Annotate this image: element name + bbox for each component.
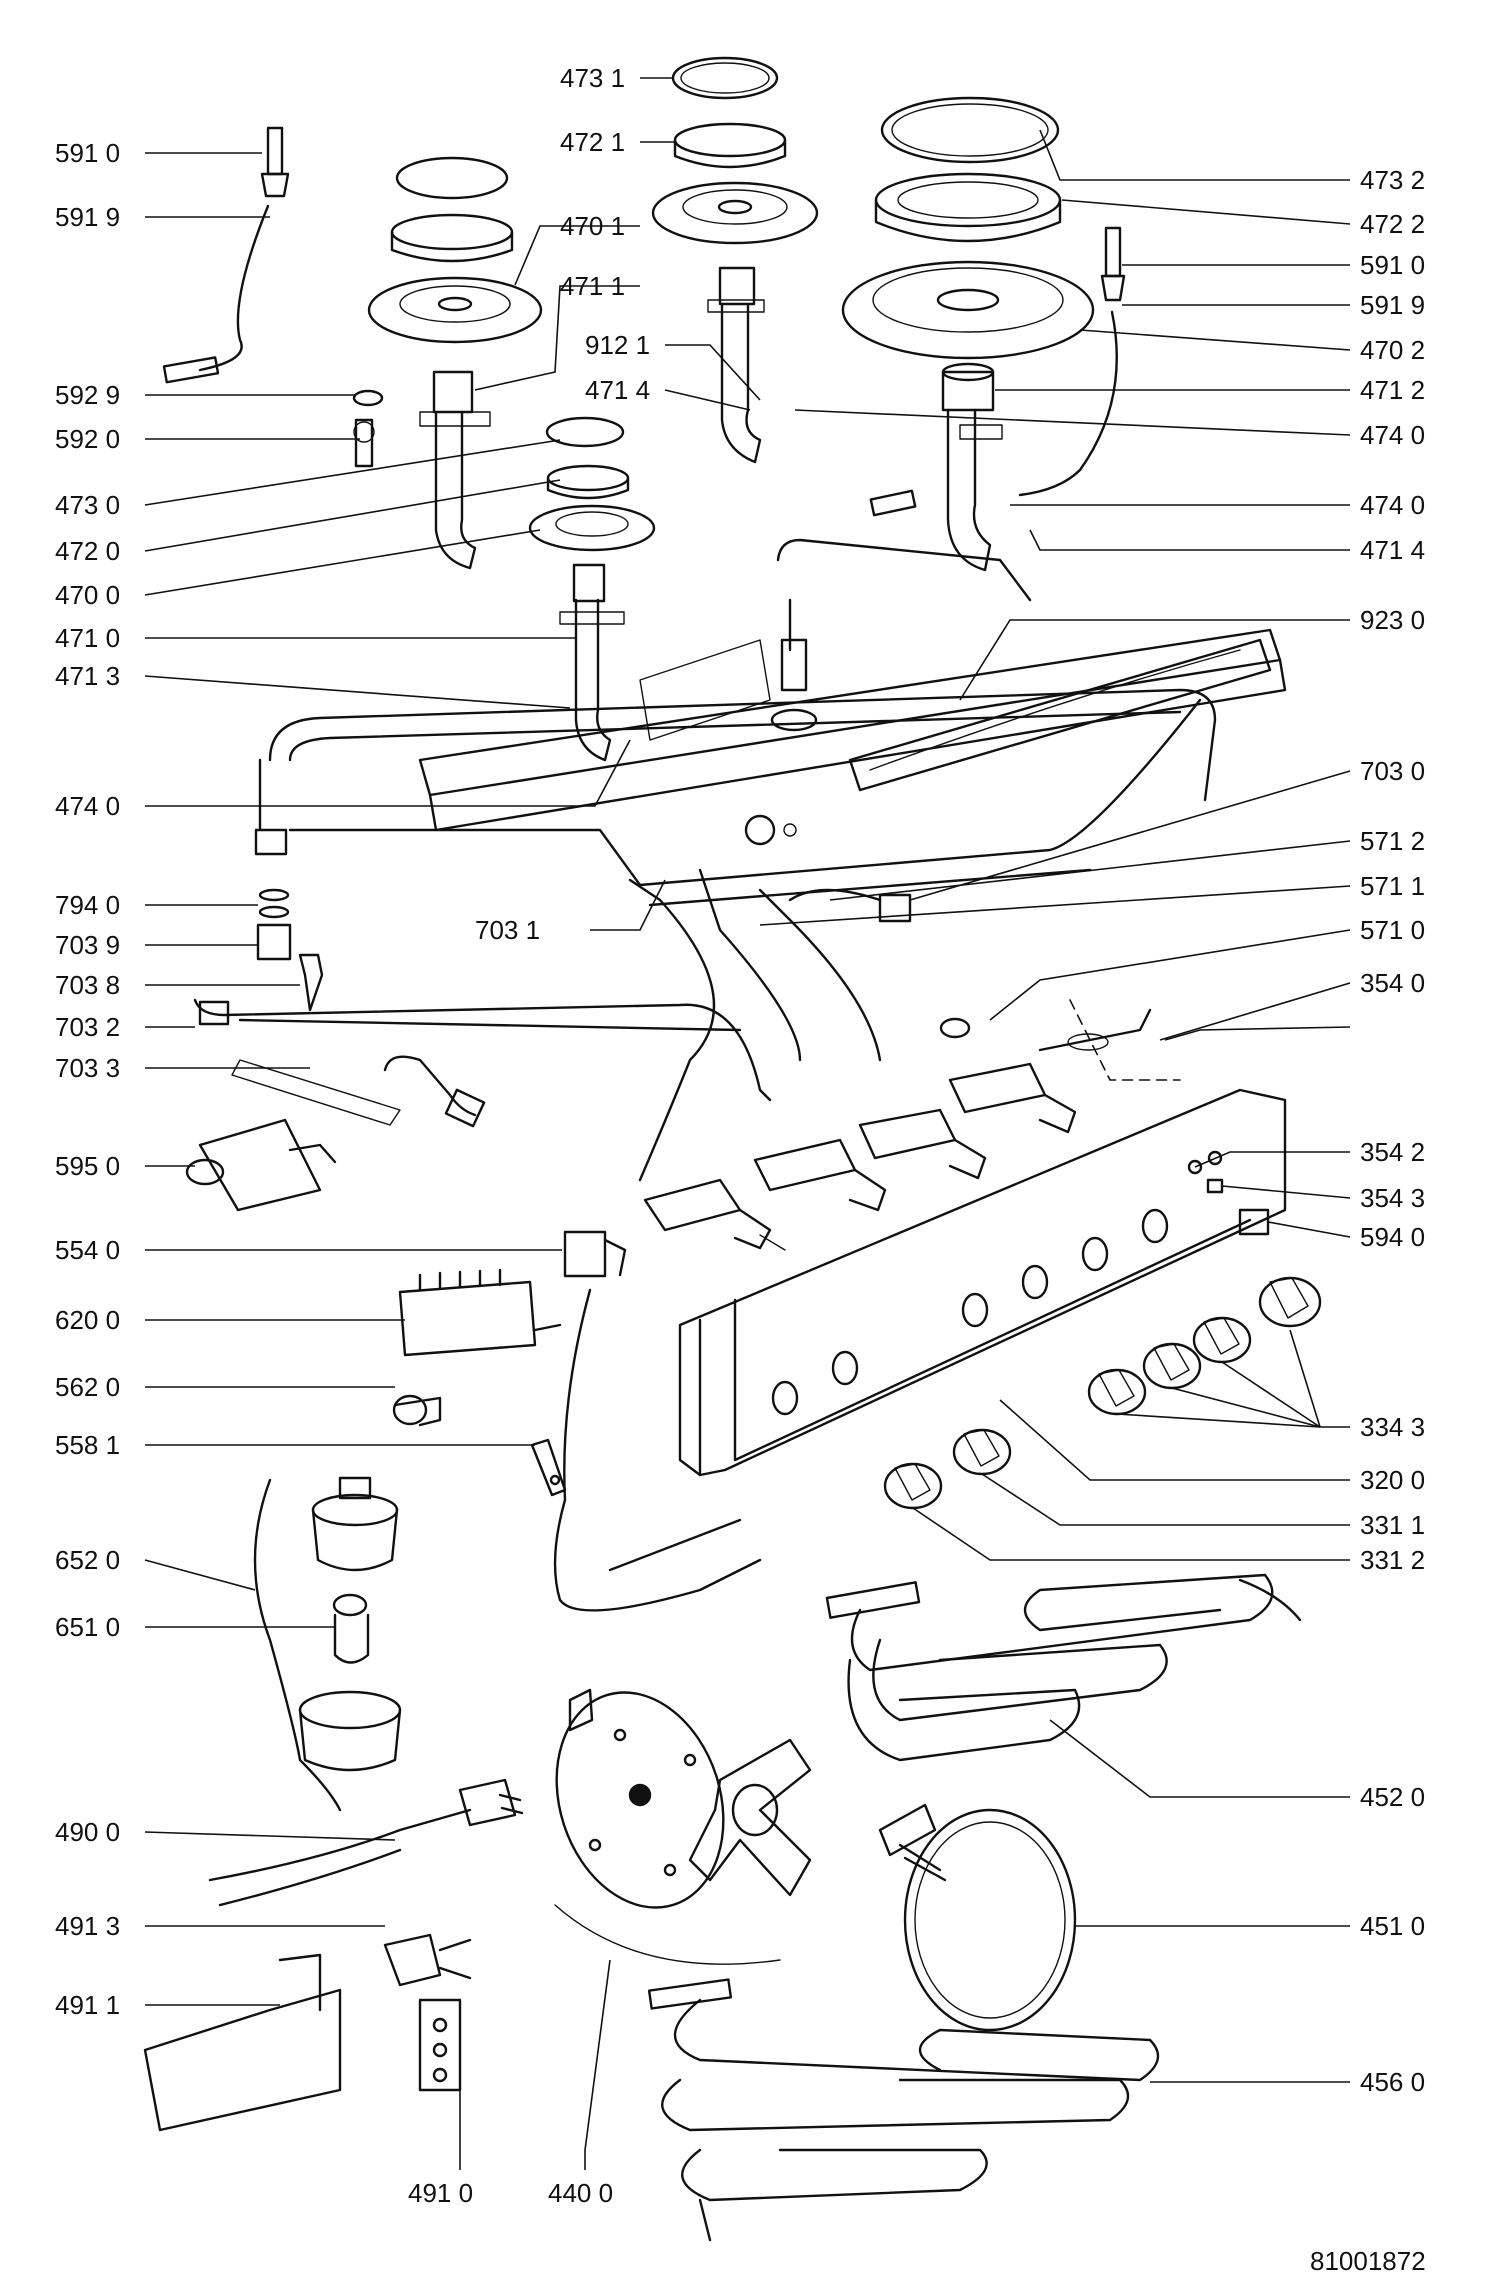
control-panel <box>678 1088 1287 1477</box>
part-label: 331 1 <box>1360 1510 1425 1540</box>
part-label: 703 2 <box>55 1012 120 1042</box>
part-label: 703 8 <box>55 970 120 1000</box>
part-label: 331 2 <box>1360 1545 1425 1575</box>
power-cable <box>143 1778 524 2132</box>
small-burner <box>528 416 656 762</box>
part-label: 491 1 <box>55 1990 120 2020</box>
grill-element <box>825 1573 1302 1762</box>
part-label: 651 0 <box>55 1612 120 1642</box>
part-label: 470 1 <box>560 211 625 241</box>
part-label: 452 0 <box>1360 1782 1425 1812</box>
part-label: 592 9 <box>55 380 120 410</box>
part-label: 923 0 <box>1360 605 1425 635</box>
part-label: 591 9 <box>1360 290 1425 320</box>
part-label: 591 9 <box>55 202 120 232</box>
part-label: 471 4 <box>1360 535 1425 565</box>
part-label: 354 2 <box>1360 1137 1425 1167</box>
part-label: 794 0 <box>55 890 120 920</box>
part-label: 703 9 <box>55 930 120 960</box>
middle-burner <box>651 56 819 464</box>
oven-lamp <box>253 1476 402 1812</box>
bottom-labels: 491 0 440 0 <box>408 2178 613 2208</box>
part-label: 474 0 <box>55 791 120 821</box>
part-label: 471 3 <box>55 661 120 691</box>
circular-element <box>878 1803 1077 2032</box>
upper-left-burner <box>367 156 543 570</box>
part-label: 558 1 <box>55 1430 120 1460</box>
part-label: 472 1 <box>560 127 625 157</box>
right-labels: 473 2 472 2 591 0 591 9 470 2 471 2 474 … <box>1360 165 1425 2097</box>
control-knobs <box>883 1276 1322 1510</box>
part-label: 595 0 <box>55 1151 120 1181</box>
part-label: 472 2 <box>1360 209 1425 239</box>
mid-labels: 703 1 <box>475 915 540 945</box>
part-label: 320 0 <box>1360 1465 1425 1495</box>
large-burner <box>841 96 1095 572</box>
part-label: 473 0 <box>55 490 120 520</box>
part-label: 471 2 <box>1360 375 1425 405</box>
burner-frame <box>418 628 1287 846</box>
part-label: 703 3 <box>55 1053 120 1083</box>
part-label: 591 0 <box>1360 250 1425 280</box>
part-label: 474 0 <box>1360 420 1425 450</box>
part-label: 571 1 <box>1360 871 1425 901</box>
fan-assembly <box>554 1688 812 1965</box>
part-label: 354 0 <box>1360 968 1425 998</box>
part-label: 470 2 <box>1360 335 1425 365</box>
part-label: 703 1 <box>475 915 540 945</box>
part-label: 471 1 <box>560 271 625 301</box>
part-label: 354 3 <box>1360 1183 1425 1213</box>
part-label: 334 3 <box>1360 1412 1425 1442</box>
part-label: 562 0 <box>55 1372 120 1402</box>
part-label: 456 0 <box>1360 2067 1425 2097</box>
part-label: 440 0 <box>548 2178 613 2208</box>
part-label: 620 0 <box>55 1305 120 1335</box>
part-label: 912 1 <box>585 330 650 360</box>
part-label: 471 0 <box>55 623 120 653</box>
part-label: 451 0 <box>1360 1911 1425 1941</box>
gas-taps <box>643 999 1181 1251</box>
part-label: 554 0 <box>55 1235 120 1265</box>
part-label: 592 0 <box>55 424 120 454</box>
part-label: 652 0 <box>55 1545 120 1575</box>
part-label: 473 2 <box>1360 165 1425 195</box>
parts-drawing <box>143 56 1322 2242</box>
electric-components <box>185 1059 762 1612</box>
left-labels: 591 0 591 9 592 9 592 0 473 0 472 0 470 … <box>55 138 120 2020</box>
part-label: 472 0 <box>55 536 120 566</box>
part-label: 490 0 <box>55 1817 120 1847</box>
part-label: 591 0 <box>55 138 120 168</box>
part-label: 474 0 <box>1360 490 1425 520</box>
part-label: 470 0 <box>55 580 120 610</box>
bottom-element <box>647 1978 1160 2242</box>
gas-pipes <box>193 538 1217 1182</box>
part-label: 491 3 <box>55 1911 120 1941</box>
ignition-electrodes <box>162 126 1126 517</box>
part-label: 571 0 <box>1360 915 1425 945</box>
diagram-id: 81001872 <box>1310 2246 1426 2276</box>
part-label: 473 1 <box>560 63 625 93</box>
part-label: 571 2 <box>1360 826 1425 856</box>
leader-lines <box>144 77 1351 2170</box>
part-label: 471 4 <box>585 375 650 405</box>
part-label: 703 0 <box>1360 756 1425 786</box>
part-label: 491 0 <box>408 2178 473 2208</box>
top-labels: 473 1 472 1 470 1 471 1 912 1 471 4 <box>560 63 650 405</box>
part-label: 594 0 <box>1360 1222 1425 1252</box>
